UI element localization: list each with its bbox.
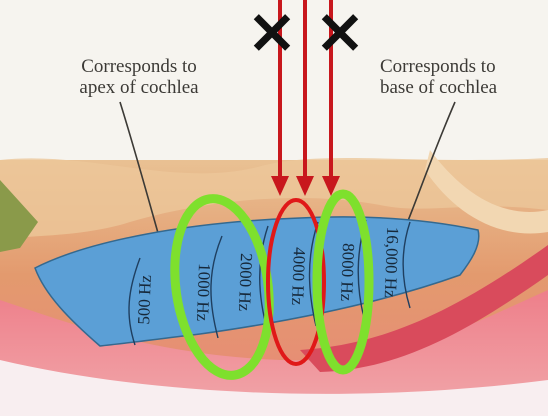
blocked-mark-right: × [314, 0, 366, 67]
base-caption: Corresponds to base of cochlea [380, 56, 548, 98]
freq-label-2000: 2000 Hz [235, 253, 256, 312]
freq-label-500: 500 Hz [134, 274, 155, 325]
apex-caption-line-2: apex of cochlea [64, 77, 214, 98]
apex-caption: Corresponds to apex of cochlea [64, 56, 214, 98]
freq-label-1000: 1000 Hz [193, 263, 214, 322]
freq-label-4000: 4000 Hz [288, 247, 309, 306]
apex-caption-line-1: Corresponds to [64, 56, 214, 77]
blocked-mark-left: × [246, 0, 298, 67]
base-caption-line-2: base of cochlea [380, 77, 548, 98]
freq-label-16000: 16,000 Hz [381, 226, 402, 298]
freq-label-8000: 8000 Hz [337, 243, 358, 302]
base-caption-line-1: Corresponds to [380, 56, 548, 77]
